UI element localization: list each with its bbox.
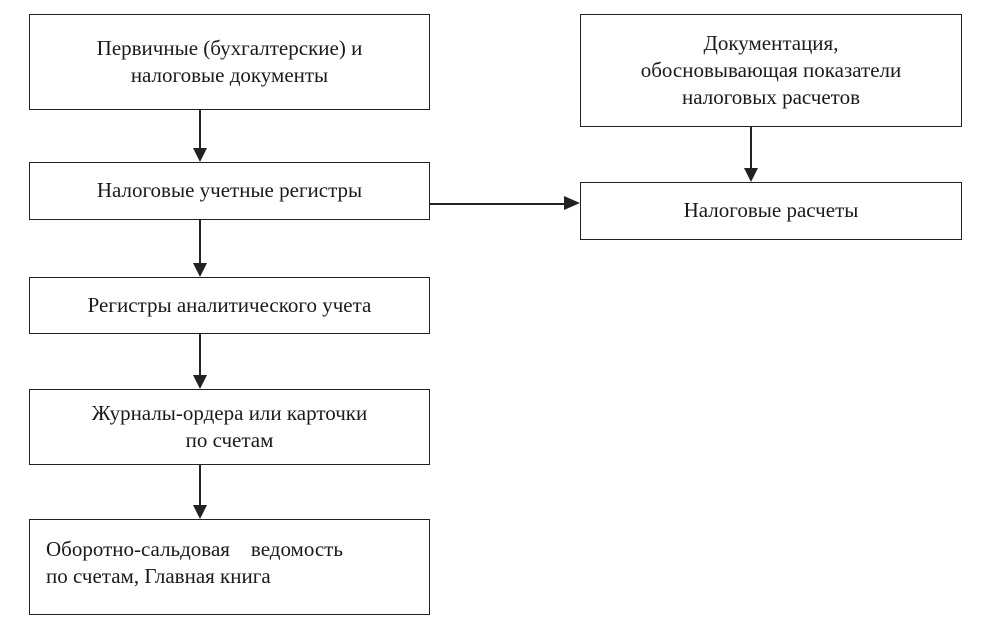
arrowhead-documentation-to-tax-calculations [744, 168, 758, 182]
node-analytic-registers-label: Регистры аналитического учета [87, 292, 372, 317]
node-tax-calculations-label: Налоговые расчеты [683, 198, 859, 223]
node-journals-or-cards: Журналы-ордера или карточки по счетам [29, 389, 430, 465]
node-supporting-documentation-label: Документация, обосновывающая показатели … [640, 30, 902, 110]
arrowhead-tax-registers-to-tax-calculations [564, 196, 580, 210]
connector-primary-to-tax-registers [199, 110, 201, 148]
node-tax-accounting-registers-label: Налоговые учетные регистры [96, 178, 363, 203]
connector-tax-registers-to-tax-calculations [430, 203, 564, 205]
node-primary-documents: Первичные (бухгалтерские) и налоговые до… [29, 14, 430, 110]
arrowhead-primary-to-tax-registers [193, 148, 207, 162]
connector-tax-registers-to-analytic [199, 220, 201, 263]
arrowhead-journals-to-trial-balance [193, 505, 207, 519]
node-primary-documents-label: Первичные (бухгалтерские) и налоговые до… [96, 35, 363, 87]
node-trial-balance-general-ledger: Оборотно-сальдовая ведомость по счетам, … [29, 519, 430, 615]
node-tax-calculations: Налоговые расчеты [580, 182, 962, 240]
connector-analytic-to-journals [199, 334, 201, 375]
connector-documentation-to-tax-calculations [750, 127, 752, 168]
node-supporting-documentation: Документация, обосновывающая показатели … [580, 14, 962, 127]
node-tax-accounting-registers: Налоговые учетные регистры [29, 162, 430, 220]
node-analytic-registers: Регистры аналитического учета [29, 277, 430, 334]
arrowhead-analytic-to-journals [193, 375, 207, 389]
connector-journals-to-trial-balance [199, 465, 201, 505]
arrowhead-tax-registers-to-analytic [193, 263, 207, 277]
node-journals-or-cards-label: Журналы-ордера или карточки по счетам [91, 400, 368, 452]
node-trial-balance-general-ledger-label: Оборотно-сальдовая ведомость по счетам, … [46, 537, 343, 589]
